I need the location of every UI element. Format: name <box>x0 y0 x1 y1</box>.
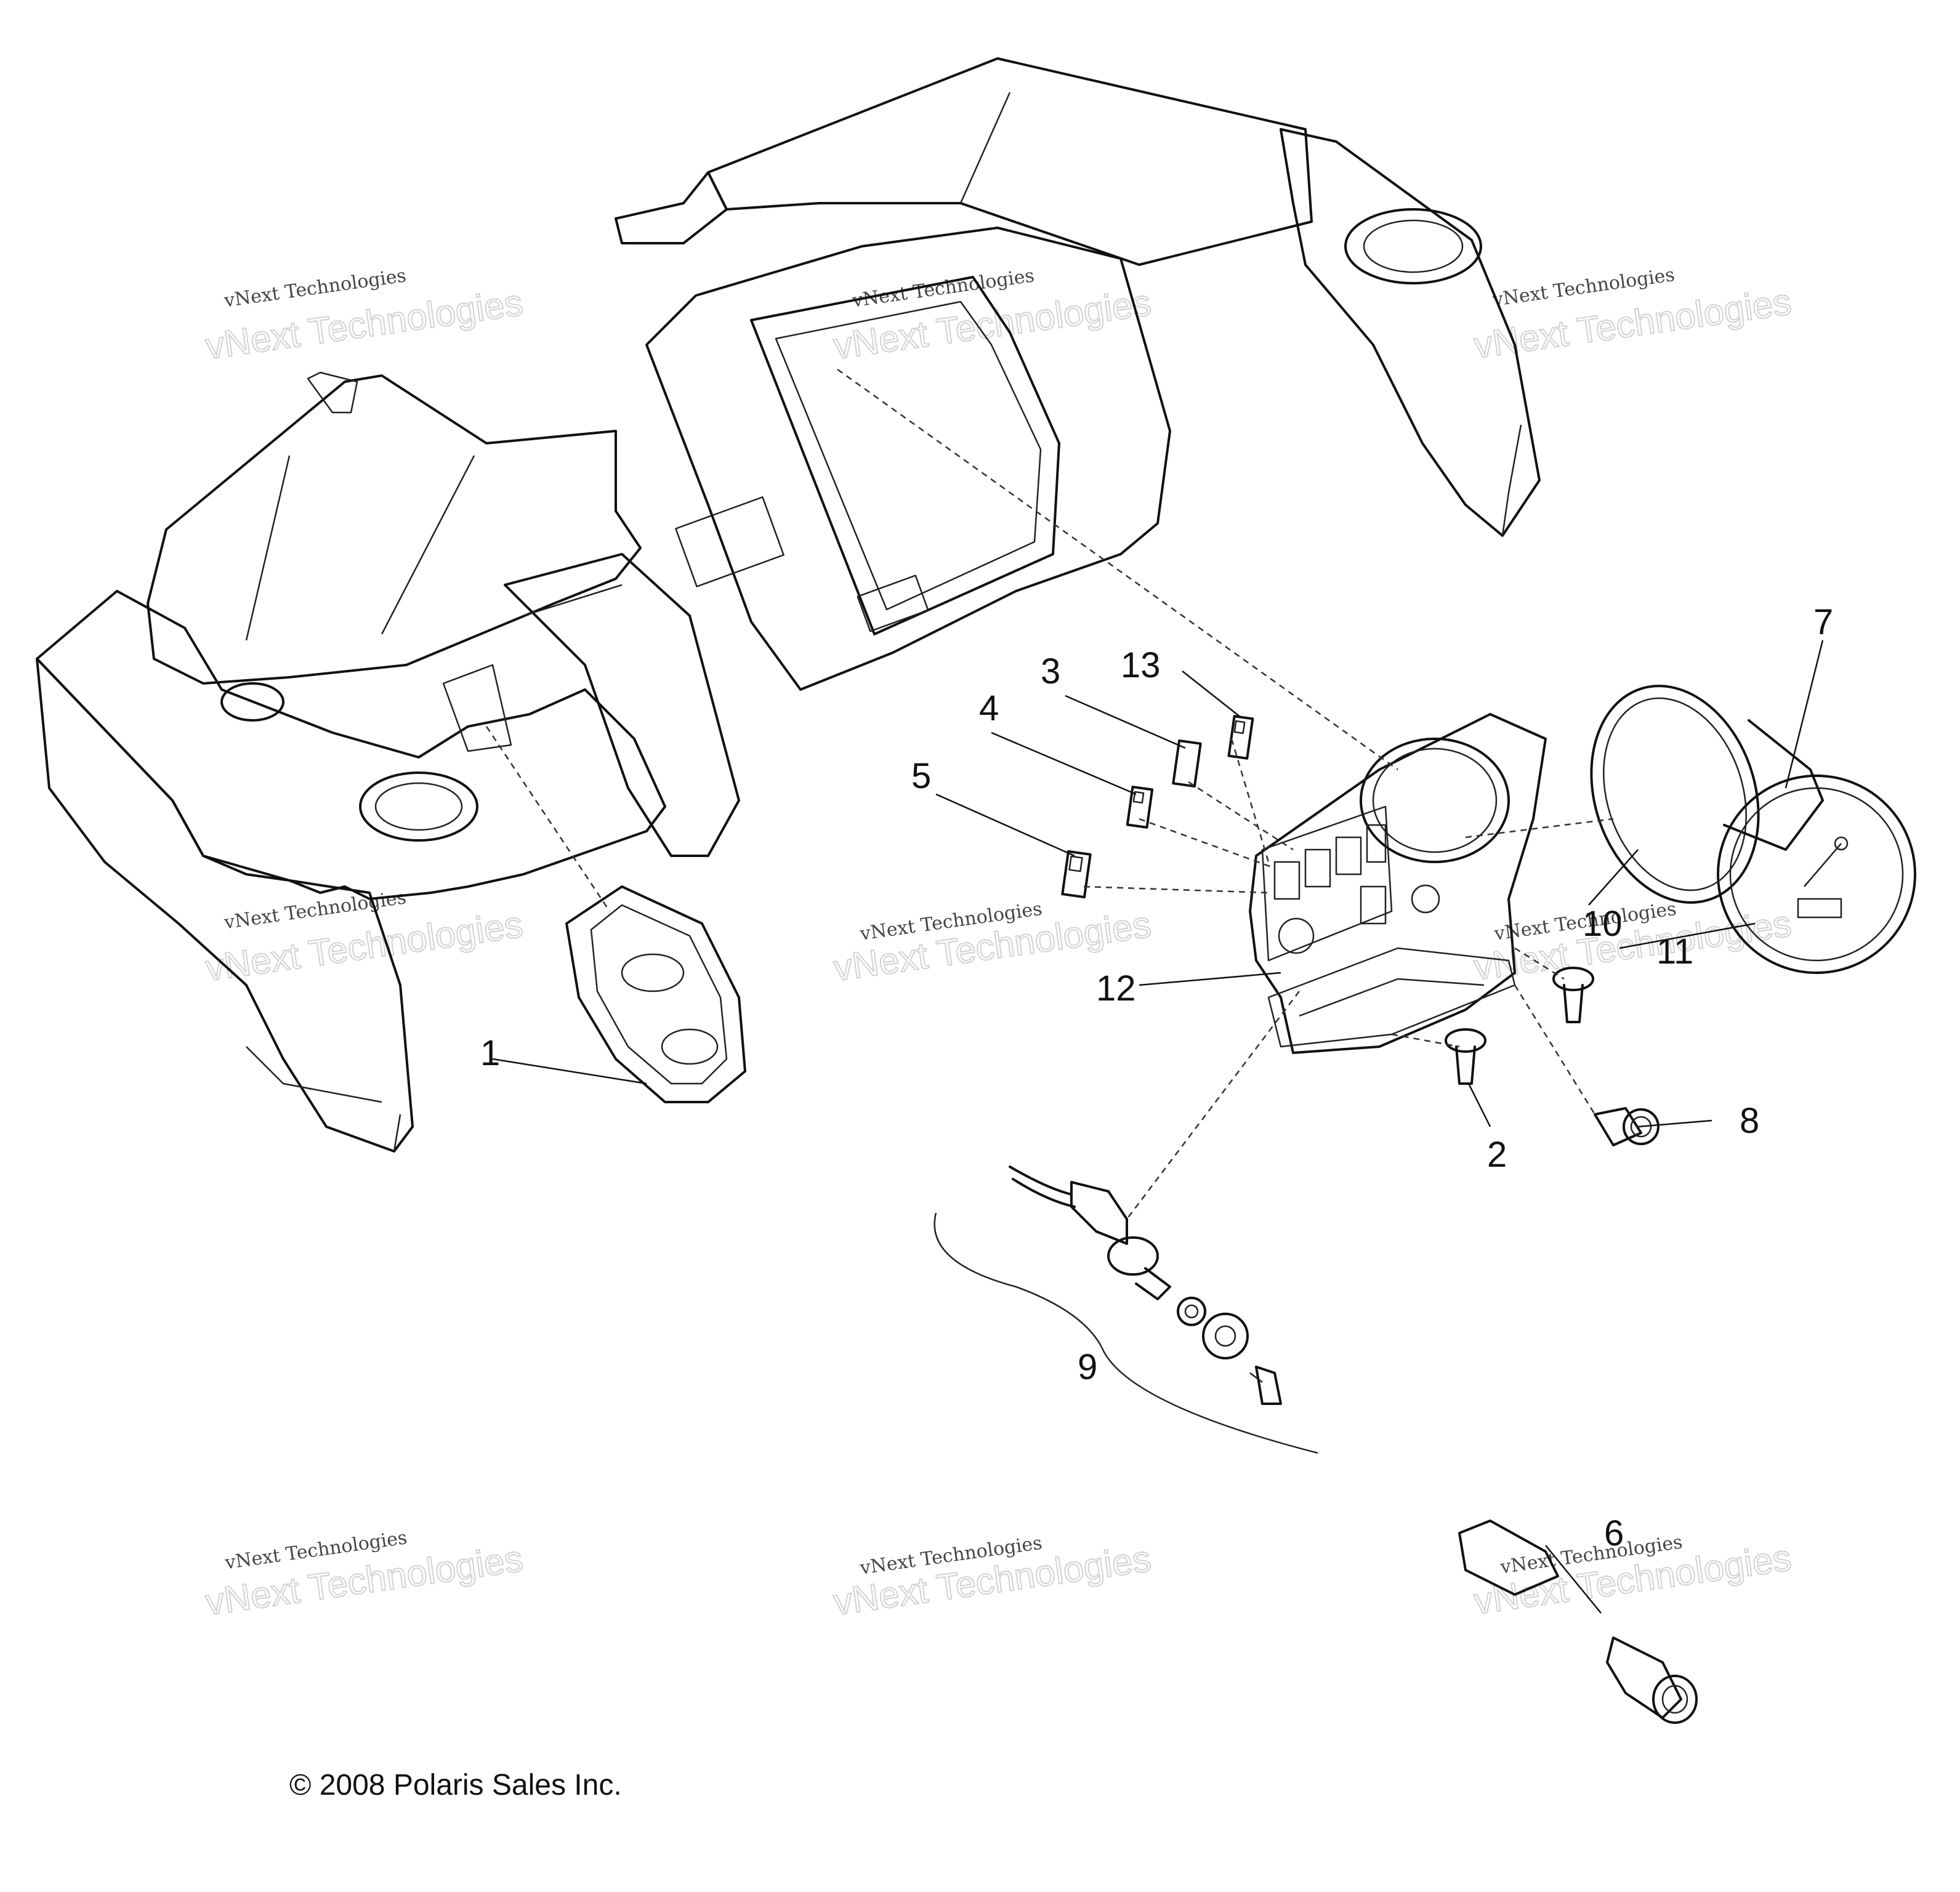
callout-4: 4 <box>979 688 999 728</box>
dashboard-body <box>36 57 1541 1153</box>
callout-12: 12 <box>1096 968 1136 1008</box>
part-9-key-switch <box>934 1165 1318 1454</box>
callout-5: 5 <box>911 756 931 796</box>
part-13-switch <box>1227 715 1254 760</box>
callout-3: 3 <box>1041 651 1060 691</box>
part-4-switch <box>1126 786 1154 829</box>
part-5-switch <box>1061 850 1092 899</box>
watermark-mid-left: vNext Technologies vNext Technologies <box>203 887 526 989</box>
part-6-power-outlet <box>1458 1520 1698 1724</box>
callout-10: 10 <box>1583 904 1623 944</box>
watermark-mid-right: vNext Technologies vNext Technologies <box>1471 898 1794 989</box>
part-12-instrument-panel <box>1249 713 1547 1054</box>
part-1-cupholder-insert <box>565 885 746 1103</box>
part-8-indicator-light <box>1594 1107 1660 1146</box>
callouts: 1 2 3 4 5 6 7 8 9 10 11 12 13 <box>480 602 1833 1553</box>
part-7-speedometer <box>1717 719 1916 974</box>
callout-9: 9 <box>1078 1347 1097 1387</box>
watermark-top-center: vNext Technologies vNext Technologies <box>831 265 1154 368</box>
callout-1: 1 <box>480 1033 500 1073</box>
part-2-screw-right <box>1552 967 1594 1023</box>
copyright-notice: © 2008 Polaris Sales Inc. <box>289 1769 622 1801</box>
part-2-screw-left <box>1445 1028 1486 1085</box>
watermark-bottom-left: vNext Technologies vNext Technologies <box>203 1527 526 1624</box>
watermark-top-left: vNext Technologies vNext Technologies <box>203 265 526 368</box>
watermark-bottom-right: vNext Technologies vNext Technologies <box>1471 1531 1794 1622</box>
callout-7: 7 <box>1813 602 1833 642</box>
callout-2: 2 <box>1487 1135 1507 1175</box>
callout-11: 11 <box>1656 932 1693 972</box>
callout-13: 13 <box>1121 645 1161 685</box>
leader-lines <box>492 640 1824 1614</box>
callout-8: 8 <box>1740 1101 1759 1141</box>
watermark-bottom-center: vNext Technologies vNext Technologies <box>831 1532 1154 1624</box>
part-10-gauge-bezel <box>1590 685 1760 904</box>
callout-6: 6 <box>1604 1513 1624 1553</box>
part-3-switch-blank <box>1172 739 1202 788</box>
assembly-lines <box>485 368 1614 1220</box>
